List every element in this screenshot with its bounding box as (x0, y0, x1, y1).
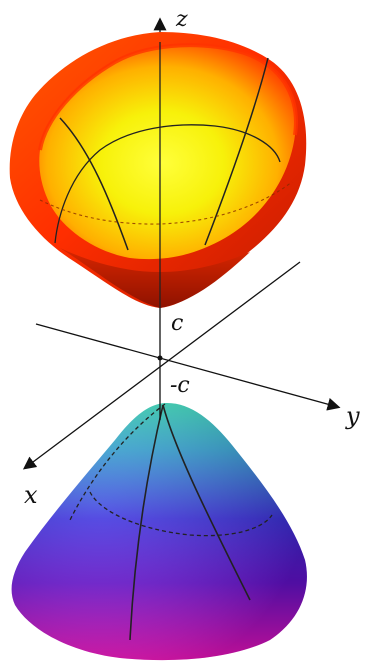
lower-grid-line (69, 403, 166, 521)
lower-sheet (11, 402, 307, 661)
origin-dot (157, 355, 163, 361)
lower-grid-line (162, 404, 251, 601)
upper-sheet-shadow (60, 248, 250, 308)
y-axis-line (35, 323, 341, 411)
upper-grid-line (39, 181, 293, 225)
x-axis-line (22, 261, 301, 470)
upper-grid-line (54, 124, 281, 244)
lower-grid-line (129, 404, 164, 641)
upper-vertex-label: c (171, 311, 183, 336)
upper-sheet-inner (39, 45, 296, 260)
upper-grid-line (204, 57, 269, 246)
upper-sheet (9, 32, 307, 308)
x-axis-label: x (24, 481, 38, 509)
upper-grid-line (59, 117, 129, 251)
y-axis-label: y (345, 402, 360, 430)
lower-vertex-label: -c (170, 373, 190, 398)
lower-grid-line (89, 491, 273, 537)
z-axis-label: z (175, 7, 188, 32)
